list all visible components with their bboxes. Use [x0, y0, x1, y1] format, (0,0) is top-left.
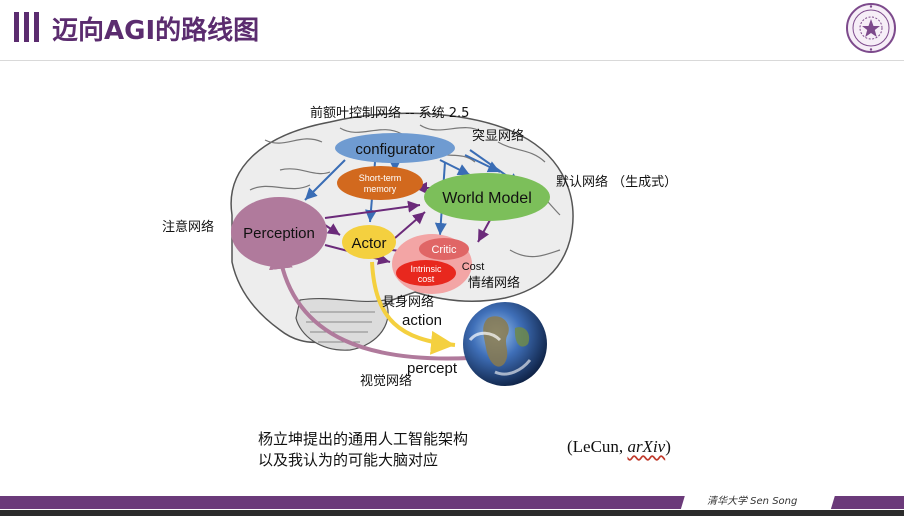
slide-title: 迈向AGI的路线图 — [52, 16, 260, 46]
caption-line-1: 杨立坤提出的通用人工智能架构 — [258, 430, 469, 448]
perception-module — [231, 197, 327, 267]
label-emotion-network: 情绪网络 — [468, 275, 520, 291]
footer-band — [0, 492, 904, 516]
world-model-label: World Model — [442, 190, 532, 207]
title-bar-mark — [34, 12, 39, 42]
title-bar-mark — [14, 12, 19, 42]
world-model-module — [424, 173, 550, 221]
header-divider — [0, 60, 904, 61]
short-term-memory-label-2: memory — [364, 184, 397, 194]
percept-arrow — [268, 244, 471, 361]
cost-label: Cost — [462, 261, 485, 273]
configurator-module — [335, 133, 455, 163]
citation-suffix: ) — [665, 437, 671, 456]
label-default-mode-network: 默认网络 （生成式） — [556, 174, 677, 190]
label-visual-network: 视觉网络 — [360, 373, 412, 389]
short-term-memory-label-1: Short-term — [359, 173, 402, 183]
label-percept: percept — [407, 360, 458, 377]
perception-label: Perception — [243, 225, 315, 242]
critic-label: Critic — [431, 244, 457, 256]
caption-line-2: 以及我认为的可能大脑对应 — [258, 451, 439, 469]
label-prefrontal-network: 前额叶控制网络 -- 系统 2.5 — [310, 105, 469, 121]
intrinsic-cost-module — [396, 260, 456, 286]
label-attention-network: 注意网络 — [162, 219, 214, 235]
footer-author: 清华大学 Sen Song — [707, 496, 798, 507]
citation-venue: arXiv — [627, 437, 666, 456]
label-action: action — [402, 312, 442, 329]
tsinghua-seal-logo — [846, 3, 896, 53]
configurator-label: configurator — [355, 141, 434, 158]
agi-architecture-diagram: configurator Short-term memory World Mod… — [162, 105, 677, 389]
label-salience-network: 突显网络 — [472, 128, 524, 144]
actor-label: Actor — [351, 235, 386, 252]
action-arrow — [370, 261, 456, 355]
actor-module — [342, 225, 396, 259]
intrinsic-cost-label-1: Intrinsic — [410, 264, 442, 274]
citation-prefix: (LeCun, — [567, 437, 628, 456]
slide-header: 迈向AGI的路线图 — [0, 0, 904, 60]
short-term-memory-module — [337, 166, 423, 200]
earth-image — [463, 302, 547, 386]
label-embodied-network: 具身网络 — [382, 294, 434, 310]
intrinsic-cost-label-2: cost — [418, 274, 435, 284]
title-bar-mark — [24, 12, 29, 42]
critic-module — [419, 238, 469, 260]
citation: (LeCun, arXiv) — [567, 437, 671, 457]
